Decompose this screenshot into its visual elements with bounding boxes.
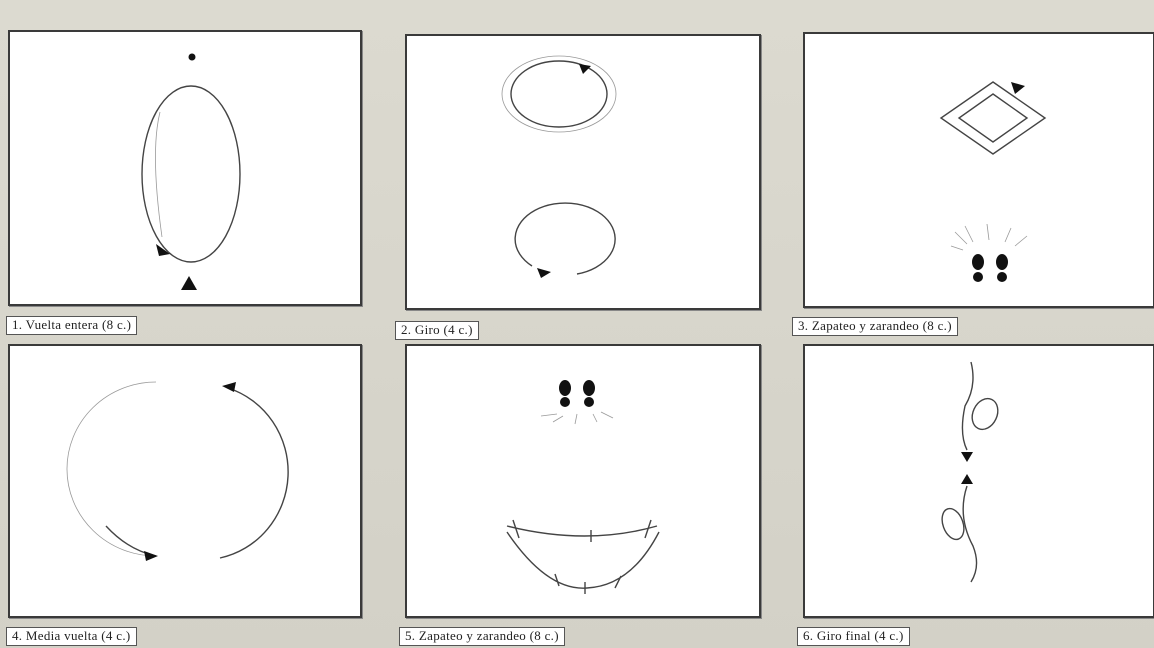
panel-zapateo-2 [405,344,761,618]
upper-path-line [962,362,973,450]
start-point-marker [189,54,196,61]
lower-spin-arrowhead [537,268,551,278]
foot-prints [972,254,1008,282]
zarandeo-arrowhead [1011,82,1025,94]
half-turn-right-arc [220,388,288,558]
caption-figure-5: 5. Zapateo y zarandeo (8 c.) [399,627,565,646]
zarandeo-square-outer [941,82,1045,154]
left-arc-arrowhead [144,551,158,561]
caption-figure-1: 1. Vuelta entera (8 c.) [6,316,137,335]
spin-diagram [407,36,759,308]
dancer-marker-triangle [181,276,197,290]
zapateo-diagram [805,34,1153,306]
right-arc-arrowhead [222,382,236,392]
panel-zapateo-1 [803,32,1154,308]
lower-path-line [963,486,976,582]
lower-spin-loop [515,203,615,274]
panel-giro-final [803,344,1154,618]
caption-figure-3: 3. Zapateo y zarandeo (8 c.) [792,317,958,336]
half-turn-left-arc [67,382,156,556]
panel-media-vuelta [8,344,362,618]
full-turn-diagram [10,32,360,304]
caption-figure-4: 4. Media vuelta (4 c.) [6,627,137,646]
upper-spin-loop [511,61,607,127]
panel-vuelta-entera [8,30,362,306]
zarandeo-upper-line [507,526,657,536]
upper-path-arrowhead [961,452,973,462]
zarandeo-square-inner [959,94,1027,142]
caption-figure-6: 6. Giro final (4 c.) [797,627,910,646]
full-turn-path [142,86,240,262]
half-turn-diagram [10,346,360,616]
lower-path-arrowhead [961,474,973,484]
upper-spin-halo [502,56,616,132]
caption-figure-2: 2. Giro (4 c.) [395,321,479,340]
zarandeo-lower-curve [507,532,659,588]
foot-prints [559,380,595,407]
left-arc-tail [106,526,156,556]
path-shadow [155,112,162,237]
stomp-lines [541,412,613,424]
stomp-lines [951,224,1027,250]
final-spin-diagram [805,346,1153,616]
upper-spin-loop [967,394,1002,433]
zapateo-diagram [407,346,759,616]
panel-giro [405,34,761,310]
